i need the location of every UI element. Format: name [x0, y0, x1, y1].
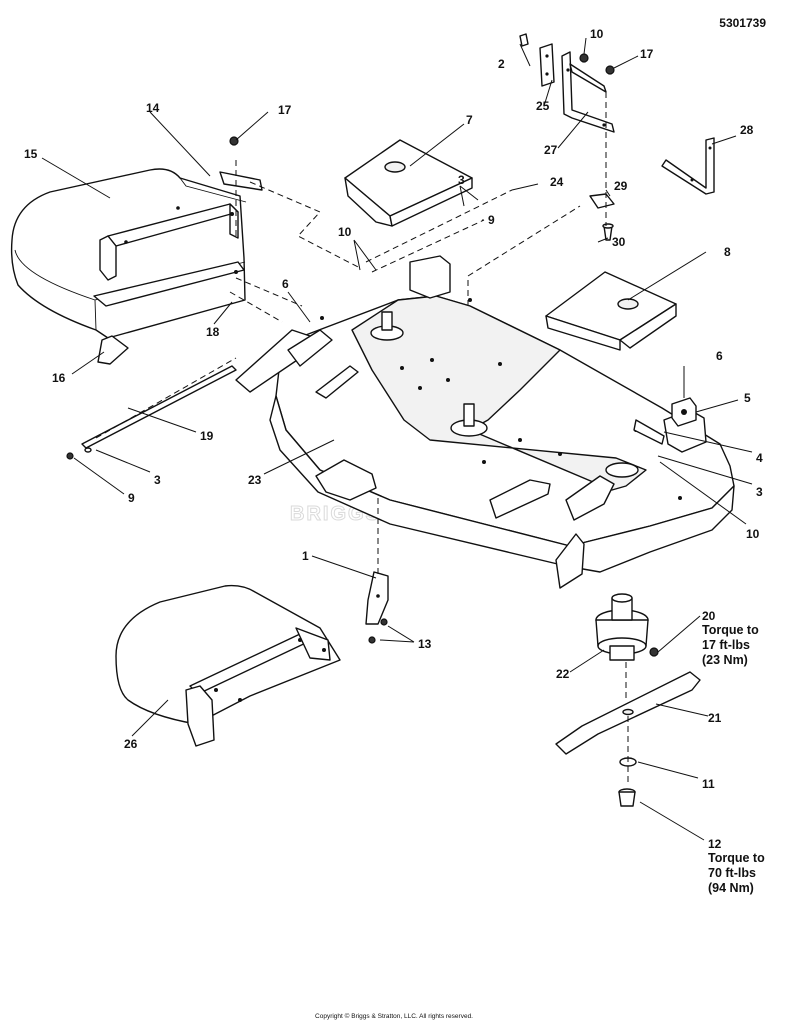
nut-17-left — [229, 136, 239, 146]
plate-29 — [589, 193, 615, 209]
callout-23: 23 — [248, 473, 262, 487]
chute-plate-16 — [93, 261, 245, 365]
callout-9: 9 — [488, 213, 495, 227]
torque-note-12-line3: (94 Nm) — [708, 881, 754, 895]
callout-10: 10 — [338, 225, 352, 239]
washer-3-left — [84, 447, 92, 453]
mulch-cover-26 — [115, 584, 341, 747]
callout-20: 20 — [702, 609, 716, 623]
centerline-hardware-9 — [371, 219, 485, 273]
nut-10-top — [579, 53, 589, 63]
leader-lines — [41, 37, 753, 841]
callout-17: 17 — [640, 47, 654, 61]
callout-12: 12 — [708, 837, 722, 851]
callout-3: 3 — [458, 173, 465, 187]
callout-3: 3 — [756, 485, 763, 499]
callout-26: 26 — [124, 737, 138, 751]
callout-15: 15 — [24, 147, 38, 161]
belt-cover-7 — [344, 139, 473, 227]
rod-19 — [81, 365, 237, 449]
mower-deck-23 — [235, 255, 735, 589]
chute-bracket-14 — [99, 171, 263, 281]
belt-cover-8 — [545, 271, 677, 351]
bracket-1 — [365, 571, 389, 625]
callout-1: 1 — [302, 549, 309, 563]
callout-21: 21 — [708, 711, 722, 725]
torque-note-12-line2: 70 ft-lbs — [708, 866, 756, 880]
centerline-chute-to-deck — [249, 181, 361, 269]
torque-note-12-line1: Torque to — [708, 851, 765, 865]
callout-10: 10 — [590, 27, 604, 41]
bolts-13 — [368, 618, 388, 644]
bolt-12 — [618, 788, 636, 807]
bolt-20 — [649, 647, 659, 657]
callout-7: 7 — [466, 113, 473, 127]
centerline-rod — [95, 357, 237, 439]
callout-29: 29 — [614, 179, 628, 193]
callout-4: 4 — [756, 451, 763, 465]
callout-28: 28 — [740, 123, 754, 137]
callout-9: 9 — [128, 491, 135, 505]
torque-note-20-line3: (23 Nm) — [702, 653, 748, 667]
callout-6: 6 — [282, 277, 289, 291]
callout-2: 2 — [498, 57, 505, 71]
callout-17: 17 — [278, 103, 292, 117]
callout-24: 24 — [550, 175, 564, 189]
callout-10: 10 — [746, 527, 760, 541]
arm-4 — [633, 419, 665, 445]
pivot-block-5 — [671, 397, 697, 427]
callout-11: 11 — [702, 777, 715, 791]
callout-6: 6 — [716, 349, 723, 363]
discharge-chute-15 — [10, 168, 247, 339]
callout-13: 13 — [418, 637, 432, 651]
spindle-22 — [595, 593, 649, 661]
nut-17-top — [605, 65, 615, 75]
centerline-29 — [467, 205, 581, 306]
callout-27: 27 — [544, 143, 558, 157]
drawing-number: 5301739 — [719, 16, 766, 30]
callout-25: 25 — [536, 99, 550, 113]
bracket-28 — [661, 137, 715, 195]
blade-21 — [555, 671, 701, 755]
torque-note-20-line1: Torque to — [702, 623, 759, 637]
copyright-notice: Copyright © Briggs & Stratton, LLC. All … — [315, 1013, 473, 1020]
callout-3: 3 — [154, 473, 161, 487]
callout-14: 14 — [146, 101, 160, 115]
centerline-bracket-to-deck — [229, 291, 283, 323]
callout-8: 8 — [724, 245, 731, 259]
callout-30: 30 — [612, 235, 626, 249]
callout-16: 16 — [52, 371, 66, 385]
bracket-25 — [539, 43, 555, 87]
callout-18: 18 — [206, 325, 220, 339]
centerline-chute-plate — [235, 277, 303, 307]
torque-note-20-line2: 17 ft-lbs — [702, 638, 750, 652]
centerline-hardware-24 — [365, 189, 513, 263]
pin-9-left — [66, 452, 74, 460]
bolt-2 — [519, 33, 529, 47]
callout-19: 19 — [200, 429, 214, 443]
callout-22: 22 — [556, 667, 570, 681]
callout-5: 5 — [744, 391, 751, 405]
